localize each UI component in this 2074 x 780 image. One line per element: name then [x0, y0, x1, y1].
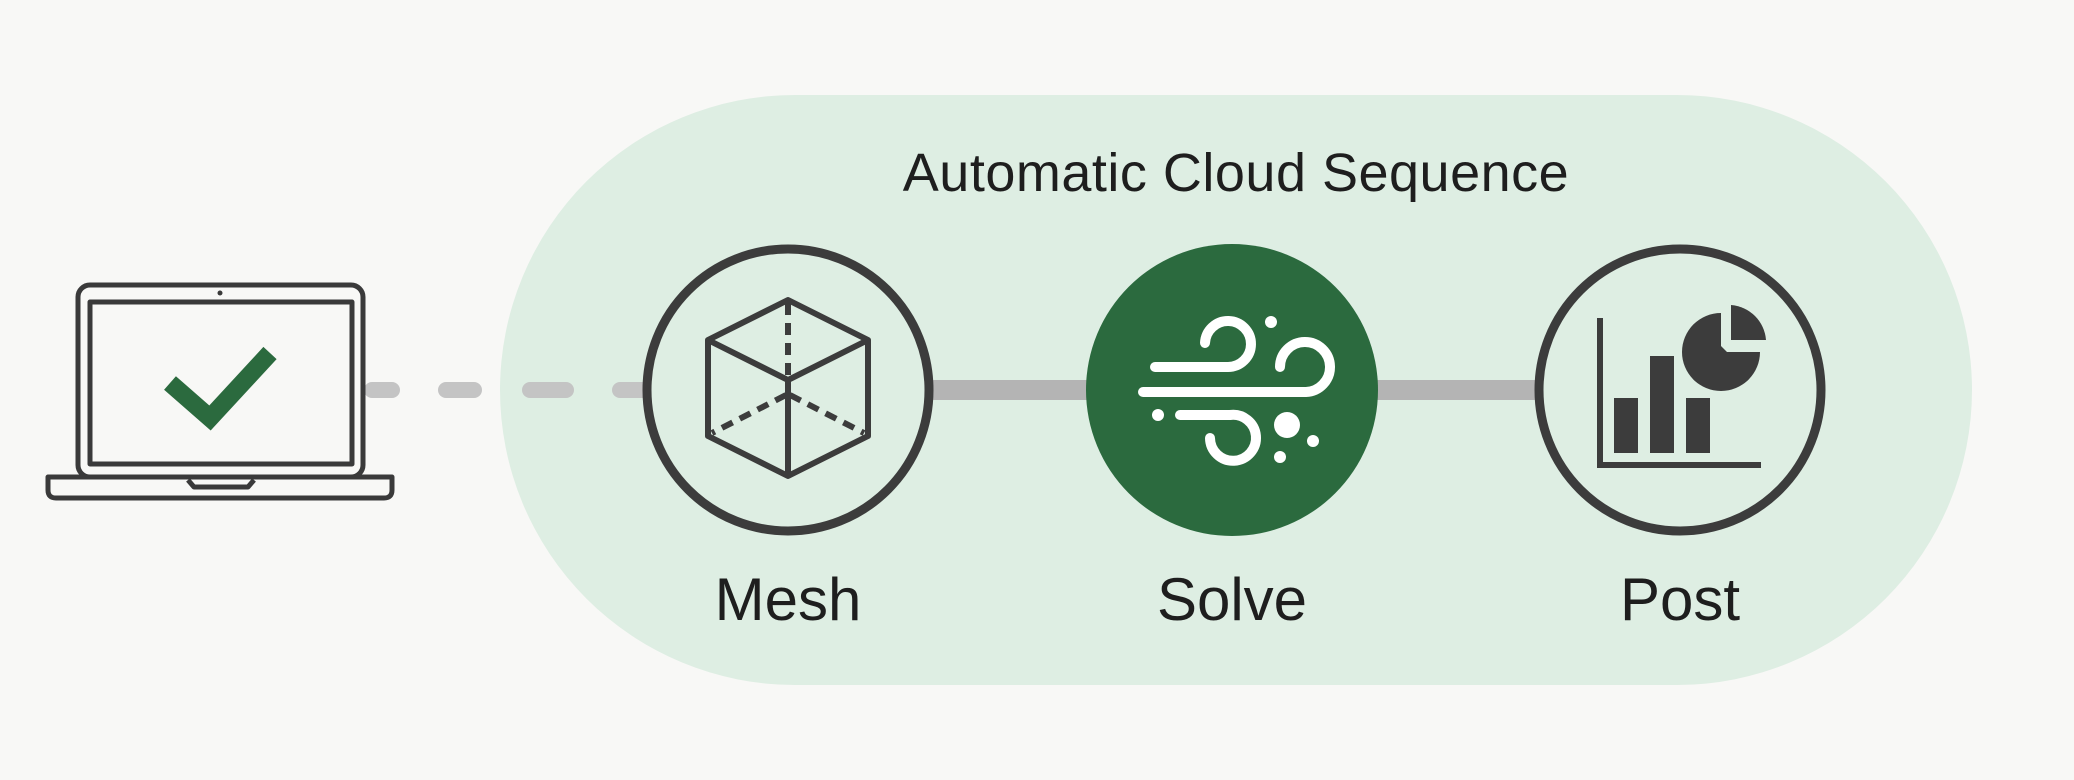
laptop-icon	[45, 282, 395, 501]
step-label-mesh: Mesh	[714, 566, 862, 633]
mesh-step-icon[interactable]	[642, 244, 934, 536]
step-label-solve: Solve	[1156, 566, 1308, 633]
checkmark-icon	[164, 346, 277, 431]
post-step-icon[interactable]	[1534, 244, 1826, 536]
step-label-post: Post	[1619, 566, 1741, 633]
solve-step-icon[interactable]	[1086, 244, 1378, 536]
chart-icon	[1597, 305, 1766, 468]
wind-flow-icon	[1138, 316, 1335, 466]
cube-icon	[705, 297, 871, 479]
particle-dots	[1152, 316, 1319, 463]
sequence-title: Automatic Cloud Sequence	[902, 143, 1570, 203]
